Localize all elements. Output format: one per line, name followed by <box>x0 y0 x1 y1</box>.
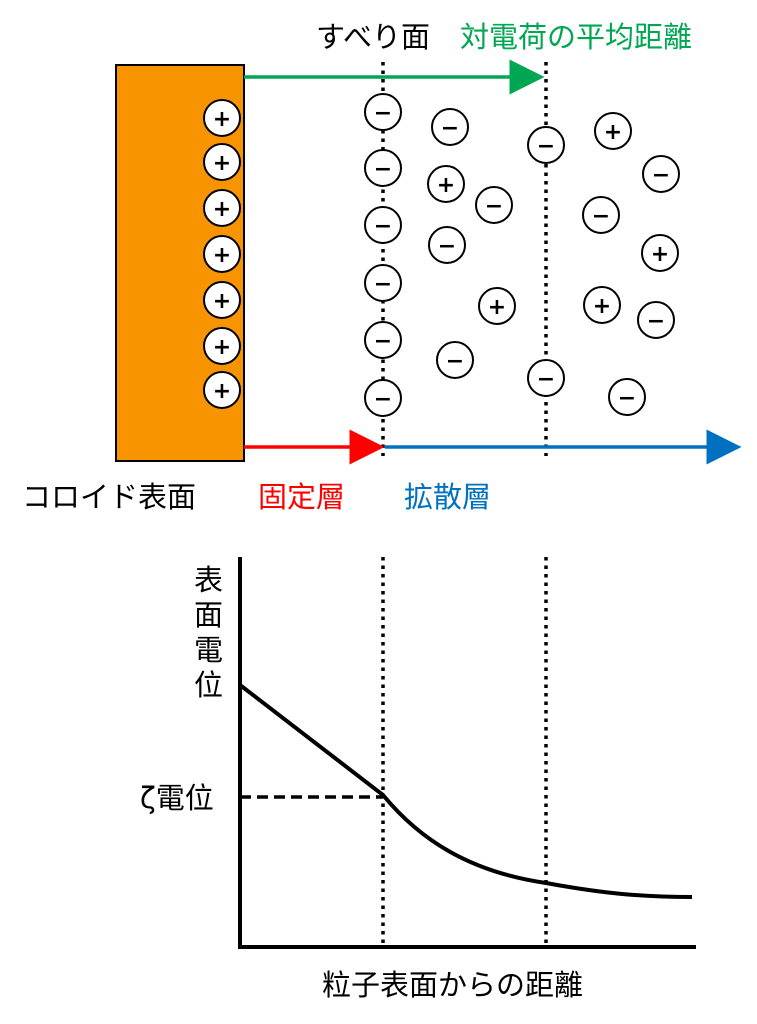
plus-sign-icon: + <box>488 295 506 320</box>
minus-sign-icon: − <box>374 157 392 182</box>
positive-ion <box>203 327 241 365</box>
plus-sign-icon: + <box>213 379 231 404</box>
colloid-surface-label: コロイド表面 <box>22 480 196 514</box>
plus-sign-icon: + <box>213 107 231 132</box>
minus-sign-icon: − <box>618 386 636 411</box>
negative-ion <box>364 93 402 131</box>
negative-ion <box>431 108 469 146</box>
positive-ion <box>203 99 241 137</box>
diffuse-layer-label: 拡散層 <box>404 480 491 514</box>
zeta-potential-label: ζ電位 <box>140 781 214 815</box>
minus-sign-icon: − <box>537 134 555 159</box>
minus-sign-icon: − <box>441 116 459 141</box>
y-axis-label-1: 表 <box>194 563 223 597</box>
positive-ion <box>583 286 621 324</box>
negative-ion <box>428 226 466 264</box>
positive-ion <box>641 234 679 272</box>
minus-sign-icon: − <box>446 349 464 374</box>
plus-sign-icon: + <box>213 151 231 176</box>
potential-curve <box>238 683 693 899</box>
plus-sign-icon: + <box>604 120 622 145</box>
minus-sign-icon: − <box>374 214 392 239</box>
y-axis-label-2: 面 <box>194 598 223 632</box>
minus-sign-icon: − <box>537 367 555 392</box>
x-axis-label: 粒子表面からの距離 <box>322 968 583 1002</box>
negative-ion <box>364 321 402 359</box>
positive-ion <box>594 112 632 150</box>
y-axis-label-4: 位 <box>194 668 223 702</box>
plus-sign-icon: + <box>437 173 455 198</box>
negative-ion <box>642 155 680 193</box>
negative-ion <box>364 379 402 417</box>
minus-sign-icon: − <box>485 194 503 219</box>
plus-sign-icon: + <box>213 335 231 360</box>
slip-plane-label: すべり面 <box>316 20 430 54</box>
negative-ion <box>637 301 675 339</box>
positive-ion <box>203 281 241 319</box>
negative-ion <box>582 196 620 234</box>
plus-sign-icon: + <box>213 197 231 222</box>
minus-sign-icon: − <box>374 101 392 126</box>
minus-sign-icon: − <box>438 234 456 259</box>
plus-sign-icon: + <box>651 242 669 267</box>
negative-ion <box>364 264 402 302</box>
minus-sign-icon: − <box>592 204 610 229</box>
negative-ion <box>527 359 565 397</box>
minus-sign-icon: − <box>374 387 392 412</box>
positive-ion <box>478 287 516 325</box>
negative-ion <box>527 126 565 164</box>
ions: + + + + + + + − − − − − − − + − − + − − − + − − + + − − <box>203 93 680 417</box>
negative-ion <box>364 149 402 187</box>
negative-ion <box>475 186 513 224</box>
fixed-layer-label: 固定層 <box>258 480 345 514</box>
minus-sign-icon: − <box>374 272 392 297</box>
positive-ion <box>203 189 241 227</box>
positive-ion <box>203 143 241 181</box>
positive-ion <box>203 371 241 409</box>
y-axis-label-3: 電 <box>194 633 223 667</box>
plus-sign-icon: + <box>593 294 611 319</box>
minus-sign-icon: − <box>647 309 665 334</box>
negative-ion <box>364 206 402 244</box>
positive-ion <box>203 235 241 273</box>
minus-sign-icon: − <box>374 329 392 354</box>
positive-ion <box>427 165 465 203</box>
plus-sign-icon: + <box>213 289 231 314</box>
negative-ion <box>436 341 474 379</box>
counter-charge-distance-label: 対電荷の平均距離 <box>460 20 692 54</box>
minus-sign-icon: − <box>652 163 670 188</box>
plus-sign-icon: + <box>213 243 231 268</box>
negative-ion <box>608 378 646 416</box>
